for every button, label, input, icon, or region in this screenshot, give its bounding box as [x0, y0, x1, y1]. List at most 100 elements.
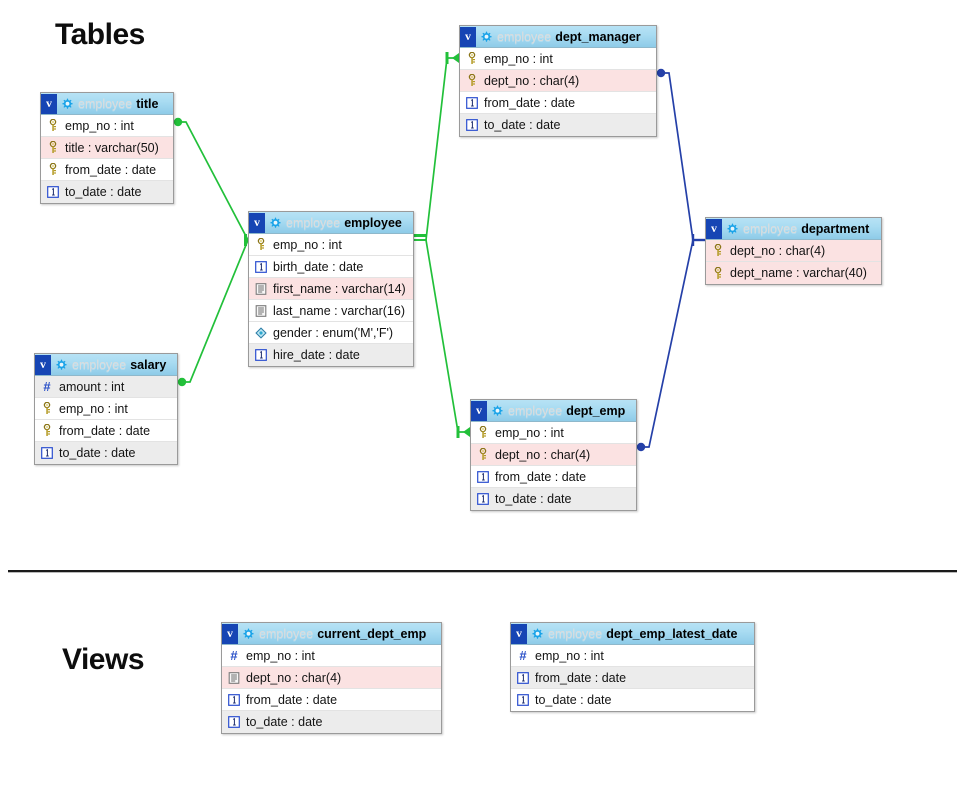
date-column-icon	[254, 348, 268, 362]
column-label: to_date : date	[484, 118, 561, 132]
primary-key-icon	[46, 163, 60, 177]
column-label: dept_no : char(4)	[246, 670, 342, 685]
column-row[interactable]: to_date : date	[471, 488, 636, 510]
date-column-icon	[227, 693, 241, 707]
column-label: last_name : varchar(16)	[273, 303, 406, 318]
v-badge-icon: v	[35, 354, 51, 375]
column-label: title : varchar(50)	[65, 140, 159, 155]
column-row[interactable]: dept_no : char(4)	[706, 240, 881, 262]
date-column-icon	[476, 470, 490, 484]
gear-icon	[726, 223, 738, 235]
column-label: dept_name : varchar(40)	[730, 266, 867, 280]
column-label: to_date : date	[59, 446, 136, 460]
v-badge-icon: v	[249, 212, 265, 233]
column-row[interactable]: emp_no : int	[35, 398, 177, 420]
column-row[interactable]: from_date : date	[471, 466, 636, 488]
column-row[interactable]: title : varchar(50)	[41, 137, 173, 159]
date-column-icon	[227, 715, 241, 729]
column-row[interactable]: to_date : date	[511, 689, 754, 711]
column-row[interactable]: from_date : date	[511, 667, 754, 689]
relationship-employee-dept-emp	[414, 239, 470, 438]
date-column-icon	[465, 96, 479, 110]
column-label: to_date : date	[65, 185, 142, 199]
primary-key-icon	[46, 141, 60, 155]
column-row[interactable]: from_date : date	[222, 689, 441, 711]
primary-key-icon	[254, 238, 268, 252]
column-row[interactable]: #amount : int	[35, 376, 177, 398]
column-row[interactable]: # emp_no : int	[511, 645, 754, 667]
column-row[interactable]: emp_no : int	[249, 234, 413, 256]
entity-name: dept_emp_latest_date	[606, 626, 738, 641]
primary-key-icon	[476, 448, 490, 462]
column-row[interactable]: last_name : varchar(16)	[249, 300, 413, 322]
column-row[interactable]: dept_no : char(4)	[471, 444, 636, 466]
v-badge-icon: v	[706, 218, 722, 239]
column-label: emp_no : int	[246, 648, 315, 663]
entity-schema: employee	[743, 221, 798, 236]
column-label: dept_no : char(4)	[484, 73, 580, 88]
column-row[interactable]: dept_no : char(4)	[460, 70, 656, 92]
column-label: emp_no : int	[65, 118, 134, 133]
gear-icon	[480, 31, 492, 43]
column-row[interactable]: from_date : date	[35, 420, 177, 442]
column-label: emp_no : int	[273, 237, 342, 252]
column-label: from_date : date	[65, 162, 157, 177]
column-row[interactable]: from_date : date	[460, 92, 656, 114]
date-column-icon	[40, 446, 54, 460]
section-title-views: Views	[62, 643, 145, 676]
column-label: from_date : date	[535, 670, 627, 685]
numeric-column-icon: #	[43, 379, 51, 394]
v-badge-icon: v	[471, 400, 487, 421]
v-badge-icon: v	[222, 623, 238, 644]
column-label: hire_date : date	[273, 348, 360, 362]
column-row[interactable]: to_date : date	[35, 442, 177, 464]
column-label: birth_date : date	[273, 259, 364, 274]
column-row[interactable]: emp_no : int	[460, 48, 656, 70]
column-row[interactable]: dept_name : varchar(40)	[706, 262, 881, 284]
column-row[interactable]: first_name : varchar(14)	[249, 278, 413, 300]
column-row[interactable]: to_date : date	[41, 181, 173, 203]
column-label: emp_no : int	[535, 648, 604, 663]
column-row[interactable]: dept_no : char(4)	[222, 667, 441, 689]
entity-name: dept_manager	[555, 29, 641, 44]
column-row[interactable]: #emp_no : int	[222, 645, 441, 667]
column-row[interactable]: hire_date : date	[249, 344, 413, 366]
column-label: dept_no : char(4)	[730, 243, 826, 258]
column-row[interactable]: birth_date : date	[249, 256, 413, 278]
column-row[interactable]: gender : enum('M','F')	[249, 322, 413, 344]
primary-key-icon	[711, 244, 725, 258]
column-row[interactable]: to_date : date	[222, 711, 441, 733]
v-badge-icon: v	[460, 26, 476, 47]
primary-key-icon	[476, 426, 490, 440]
column-row[interactable]: emp_no : int	[41, 115, 173, 137]
date-column-icon	[516, 693, 530, 707]
column-label: emp_no : int	[484, 51, 553, 66]
text-column-icon	[227, 671, 241, 685]
primary-key-icon	[465, 52, 479, 66]
numeric-column-icon: #	[519, 648, 527, 663]
entity-schema: employee	[78, 96, 133, 111]
relationship-dept-manager-department	[656, 68, 705, 246]
column-row[interactable]: to_date : date	[460, 114, 656, 136]
date-column-icon	[254, 260, 268, 274]
primary-key-icon	[40, 424, 54, 438]
column-row[interactable]: emp_no : int	[471, 422, 636, 444]
gear-icon	[269, 217, 281, 229]
column-row[interactable]: from_date : date	[41, 159, 173, 181]
